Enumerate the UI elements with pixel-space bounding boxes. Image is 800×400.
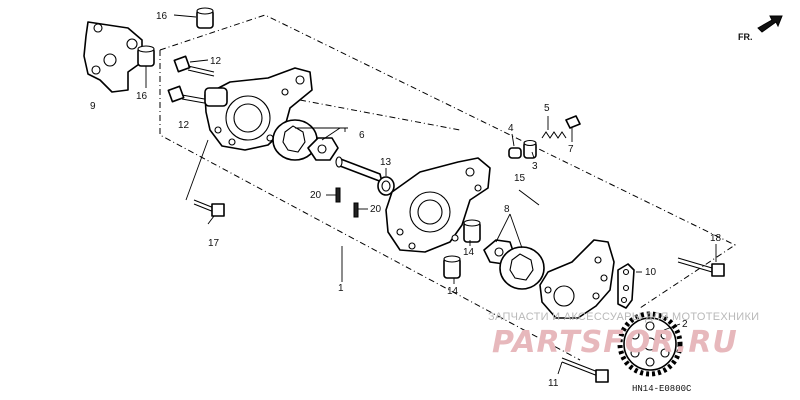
callout-20-b: 20 bbox=[370, 204, 382, 215]
part-relief-valve-3 bbox=[523, 139, 537, 159]
watermark-tagline: ЗАПЧАСТИ И АКСЕССУАРЫ ДЛЯ МОТОТЕХНИКИ bbox=[488, 311, 759, 323]
callout-14-a: 14 bbox=[463, 247, 475, 258]
leader-lines bbox=[145, 14, 717, 375]
callout-14-b: 14 bbox=[447, 286, 459, 297]
callout-15: 15 bbox=[514, 173, 526, 184]
part-bolt-11 bbox=[561, 357, 609, 383]
watermark: ЗАПЧАСТИ И АКСЕССУАРЫ ДЛЯ МОТОТЕХНИКИ PA… bbox=[488, 311, 759, 360]
callout-11: 11 bbox=[548, 378, 559, 389]
part-bolt-upper bbox=[173, 55, 215, 77]
part-collar-14-a bbox=[463, 219, 481, 243]
part-collar-14-b bbox=[443, 255, 461, 279]
part-bracket bbox=[83, 21, 143, 93]
part-collar-upper bbox=[196, 7, 214, 29]
part-bolt-18 bbox=[677, 257, 725, 277]
part-driven-gear bbox=[617, 311, 683, 377]
callout-7: 7 bbox=[568, 144, 574, 155]
callout-8: 8 bbox=[504, 204, 510, 215]
callout-2: 2 bbox=[682, 319, 688, 330]
callout-16-left: 16 bbox=[136, 91, 148, 102]
part-pin-20-b bbox=[353, 202, 359, 218]
callout-9: 9 bbox=[90, 101, 96, 112]
part-outer-rotor-8 bbox=[499, 246, 545, 290]
callout-16-top: 16 bbox=[156, 11, 168, 22]
callout-18: 18 bbox=[710, 233, 722, 244]
callout-12-lower: 12 bbox=[178, 120, 190, 131]
part-pump-cover bbox=[204, 67, 313, 151]
part-gasket-10 bbox=[617, 263, 635, 309]
callout-17: 17 bbox=[208, 238, 220, 249]
callout-6: 6 bbox=[359, 130, 365, 141]
assembly-outline bbox=[159, 14, 737, 361]
part-relief-valve-4 bbox=[508, 147, 522, 159]
callout-13: 13 bbox=[380, 157, 392, 168]
part-bolt-17 bbox=[193, 199, 225, 217]
part-spring-5 bbox=[541, 131, 567, 139]
direction-arrow-icon bbox=[757, 15, 783, 33]
part-oil-seal bbox=[377, 176, 395, 196]
watermark-logo: PARTSFOR.RU bbox=[492, 325, 738, 360]
part-inner-rotor-6 bbox=[307, 137, 339, 161]
part-pump-shaft bbox=[335, 156, 383, 183]
callout-3: 3 bbox=[532, 161, 538, 172]
part-cap-7 bbox=[565, 115, 581, 129]
callout-12-upper: 12 bbox=[210, 56, 222, 67]
part-collar-lower bbox=[137, 45, 155, 67]
part-dowel-15 bbox=[518, 189, 540, 206]
callout-4: 4 bbox=[508, 123, 514, 134]
part-lower-housing bbox=[539, 239, 615, 319]
part-bolt-lower bbox=[167, 85, 211, 105]
diagram-code: HN14-E0800C bbox=[632, 384, 692, 394]
part-pump-body bbox=[385, 157, 491, 253]
front-direction-indicator: FR. bbox=[738, 15, 783, 42]
callout-labels: 16 16 12 12 9 6 13 20 20 1 5 4 3 7 15 8 … bbox=[90, 11, 722, 389]
callout-1: 1 bbox=[338, 283, 344, 294]
part-outer-rotor-6 bbox=[272, 119, 318, 161]
part-pin-20-a bbox=[335, 187, 341, 203]
callout-5: 5 bbox=[544, 103, 550, 114]
callout-20-a: 20 bbox=[310, 190, 322, 201]
direction-label: FR. bbox=[738, 32, 753, 42]
callout-10: 10 bbox=[645, 267, 657, 278]
